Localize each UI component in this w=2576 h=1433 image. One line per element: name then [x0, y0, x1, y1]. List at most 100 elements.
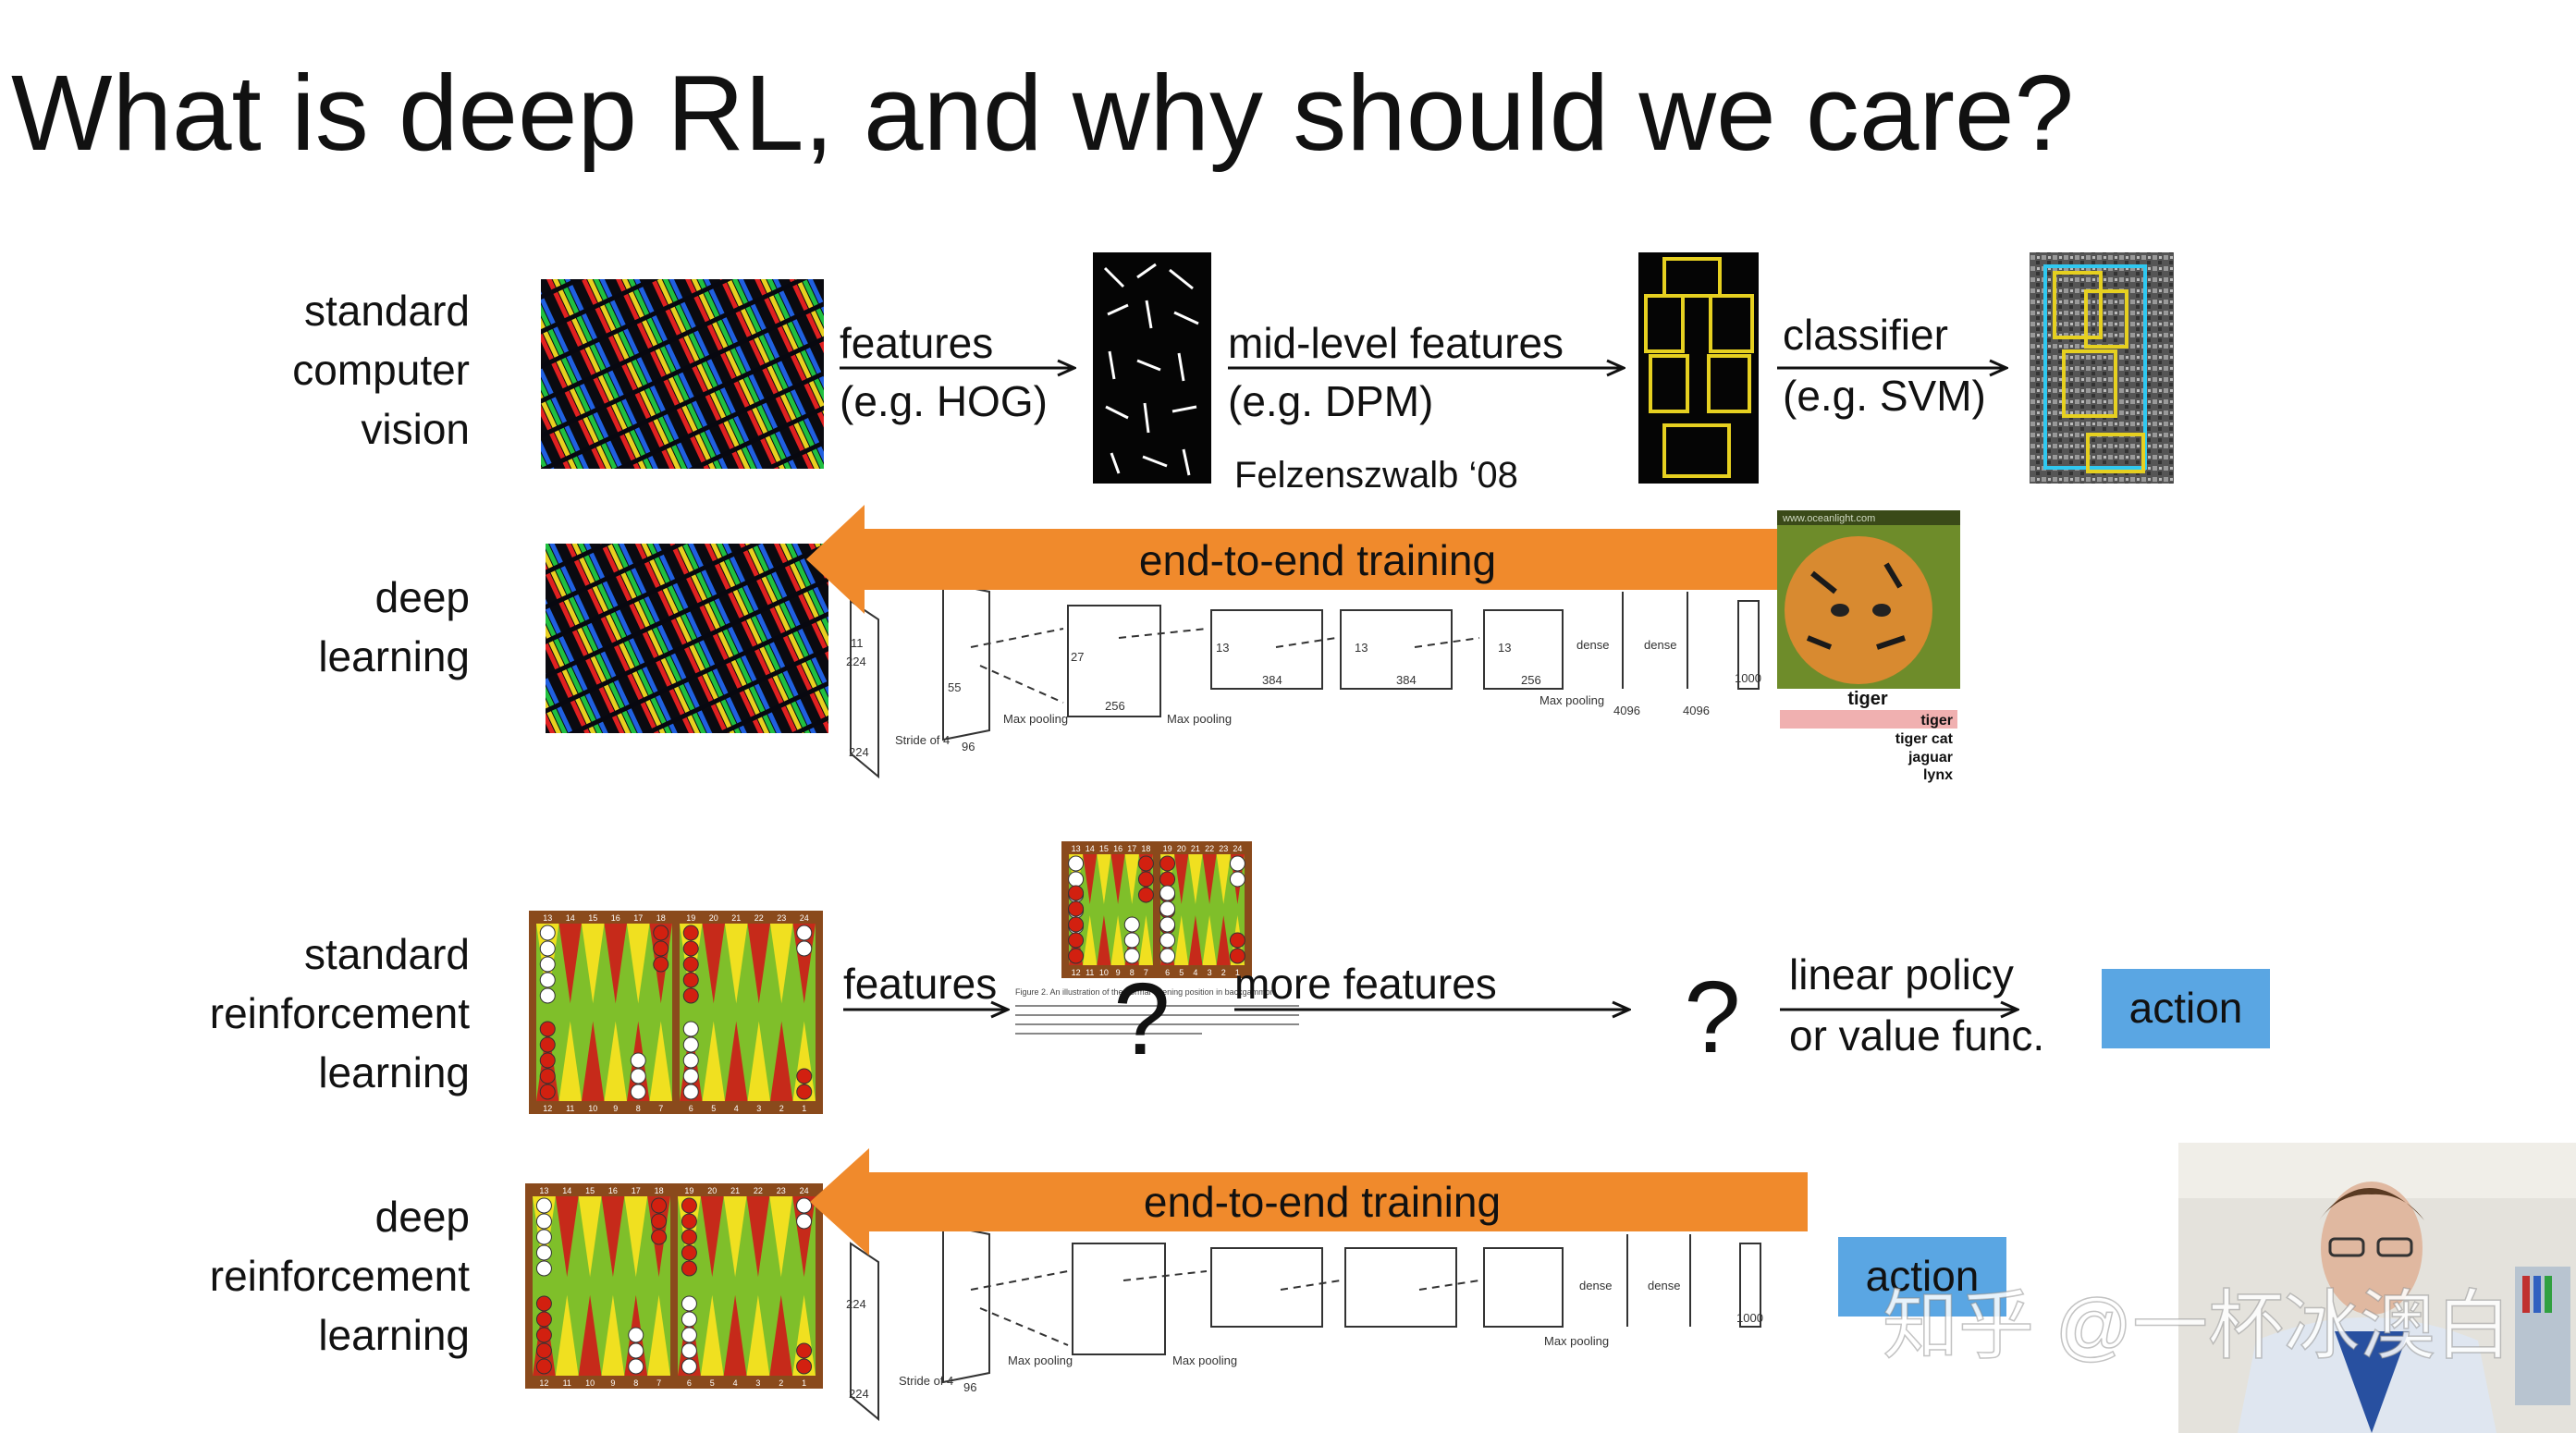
board-number: 16	[1113, 844, 1122, 853]
checker	[682, 972, 699, 988]
checker	[1229, 948, 1245, 964]
board-point	[770, 924, 793, 1004]
checker	[630, 1068, 646, 1084]
board-number: 12	[1072, 968, 1081, 977]
checker	[1137, 887, 1154, 903]
board-number: 15	[1099, 844, 1109, 853]
board-number: 14	[566, 913, 575, 923]
net-label: dense	[1644, 638, 1676, 652]
board-point	[700, 1196, 724, 1278]
checker	[628, 1342, 644, 1359]
srl-label-line-3: learning	[318, 1048, 470, 1096]
cv-row-label: standard computer vision	[292, 287, 470, 453]
board-point	[627, 924, 650, 1004]
checker	[1229, 871, 1245, 888]
net-label: 13	[1216, 641, 1229, 655]
checker	[681, 1295, 697, 1312]
checker	[535, 1229, 552, 1245]
board-number: 1	[1235, 968, 1240, 977]
net-label: Max pooling	[1167, 712, 1232, 726]
board-number: 2	[779, 1378, 783, 1388]
net-label: 256	[1521, 673, 1541, 687]
checker	[1229, 855, 1245, 872]
drl-end-to-end-arrow	[810, 1148, 1808, 1255]
checker	[539, 1084, 556, 1100]
dl-row-label: deep learning	[318, 573, 470, 680]
board-point	[555, 1294, 579, 1376]
board-point	[702, 1021, 725, 1101]
board-point	[1202, 854, 1217, 904]
net-label: dense	[1576, 638, 1609, 652]
checker	[651, 1197, 668, 1214]
cv-label-line-1: standard	[304, 287, 470, 335]
board-number: 6	[689, 1104, 693, 1113]
board-point	[1174, 854, 1189, 904]
checker	[796, 1068, 813, 1084]
board-point	[769, 1196, 793, 1278]
board-number: 23	[777, 913, 786, 923]
board-number: 1	[802, 1104, 806, 1113]
dl-input-image	[546, 544, 828, 733]
checker	[535, 1213, 552, 1230]
board-number: 8	[636, 1104, 641, 1113]
board-number: 3	[1208, 968, 1212, 977]
board-number: 19	[686, 913, 695, 923]
cv-citation: Felzenszwalb ‘08	[1234, 455, 1518, 496]
board-number: 18	[1141, 844, 1150, 853]
checker	[630, 1052, 646, 1069]
board-point	[747, 1021, 770, 1101]
board-point	[702, 924, 725, 1004]
board-number: 5	[710, 1378, 715, 1388]
checker	[681, 1244, 697, 1261]
net-label: 55	[948, 680, 961, 694]
board-point	[555, 1196, 579, 1278]
checker	[535, 1197, 552, 1214]
cv-input-image	[541, 279, 824, 469]
checker	[681, 1213, 697, 1230]
board-number: 21	[731, 913, 741, 923]
checker	[535, 1358, 552, 1375]
board-number: 8	[633, 1378, 638, 1388]
drl-network-labels: 224 224 Stride of 4 96 Max pooling Max p…	[846, 1279, 1763, 1401]
checker	[539, 987, 556, 1004]
checker	[535, 1342, 552, 1359]
checker	[796, 1213, 813, 1230]
net-label: 96	[963, 1380, 976, 1394]
checker	[681, 1260, 697, 1277]
board-number: 16	[608, 1186, 618, 1195]
zhihu-watermark: 知乎 @一杯冰澳白	[1883, 1284, 2511, 1368]
net-label: 256	[1105, 699, 1125, 713]
board-number: 10	[1099, 968, 1109, 977]
board-number: 12	[543, 1104, 552, 1113]
board-point	[578, 1294, 602, 1376]
presenter-webcam	[2178, 1143, 2576, 1433]
checker	[1159, 900, 1176, 917]
drl-end-to-end-label: end-to-end training	[1144, 1178, 1501, 1226]
figure-caption-text: Figure 2. An illustration of the normal …	[1015, 987, 1275, 997]
board-point	[725, 1021, 748, 1101]
drl-network-diagram	[850, 1223, 1761, 1422]
net-label: 13	[1498, 641, 1511, 655]
net-label: 4096	[1613, 704, 1640, 717]
board-number: 17	[633, 913, 643, 923]
checker	[681, 1311, 697, 1328]
board-point	[1216, 915, 1231, 965]
board-half	[678, 1196, 816, 1376]
board-number: 9	[613, 1104, 618, 1113]
checker	[539, 1021, 556, 1037]
checker	[681, 1327, 697, 1343]
checker	[539, 925, 556, 941]
cv-step1-line-2: (e.g. HOG)	[840, 377, 1048, 425]
checker	[653, 925, 669, 941]
checker	[796, 1197, 813, 1214]
srl-question-mark-1: ?	[1113, 962, 1170, 1076]
board-point	[1110, 915, 1125, 965]
checker	[682, 1021, 699, 1037]
checker	[535, 1260, 552, 1277]
board-number: 20	[1177, 844, 1186, 853]
checker	[682, 1068, 699, 1084]
drl-action-label: action	[1866, 1252, 1980, 1300]
